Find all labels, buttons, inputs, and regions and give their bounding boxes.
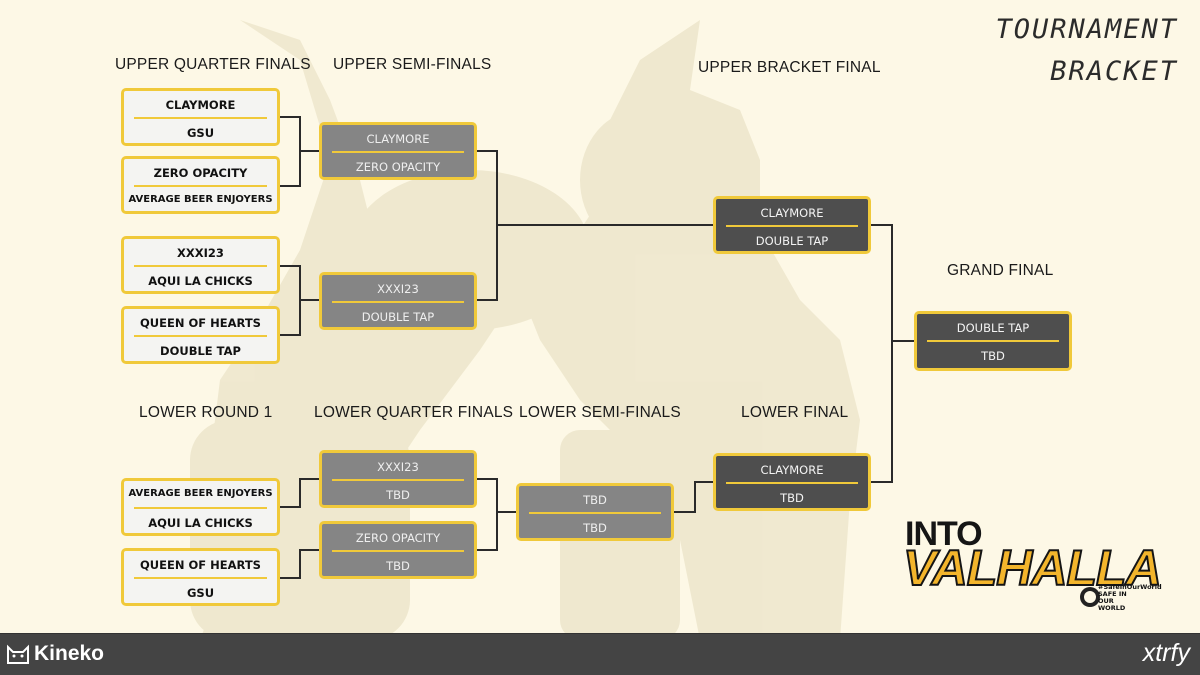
match-divider: [134, 265, 267, 267]
match-grand-final[interactable]: DOUBLE TAP TBD: [914, 311, 1072, 371]
match-divider: [134, 507, 267, 509]
match-uqf-1[interactable]: CLAYMORE GSU: [121, 88, 280, 146]
team-name: XXXI23: [377, 282, 419, 296]
round-label-lr1: LOWER ROUND 1: [139, 404, 273, 421]
match-divider: [134, 335, 267, 337]
match-lqf-2[interactable]: ZERO OPACITY TBD: [319, 521, 477, 579]
match-lqf-1[interactable]: XXXI23 TBD: [319, 450, 477, 508]
match-lsf[interactable]: TBD TBD: [516, 483, 674, 541]
title-line-1: TOURNAMENT: [995, 14, 1178, 45]
round-label-lsf: LOWER SEMI-FINALS: [519, 404, 681, 421]
team-name: TBD: [583, 521, 607, 535]
match-uqf-2[interactable]: ZERO OPACITY AVERAGE BEER ENJOYERS: [121, 156, 280, 214]
team-name: GSU: [186, 586, 215, 600]
match-divider: [332, 550, 464, 552]
team-name: XXXI23: [377, 460, 419, 474]
match-divider: [332, 301, 464, 303]
team-name: AVERAGE BEER ENJOYERS: [128, 194, 273, 205]
match-divider: [726, 482, 858, 484]
team-name: AVERAGE BEER ENJOYERS: [128, 488, 273, 499]
match-lr1-2[interactable]: QUEEN OF HEARTS GSU: [121, 548, 280, 606]
safe-in-our-world-icon: [1080, 587, 1100, 607]
team-name: CLAYMORE: [366, 132, 430, 146]
team-name: GSU: [186, 126, 215, 140]
team-name: QUEEN OF HEARTS: [140, 558, 261, 572]
match-divider: [134, 185, 267, 187]
safe-in-our-world-text: #SafeInOurWorld SAFE IN OUR WORLD: [1098, 583, 1162, 612]
team-name: AQUI LA CHICKS: [148, 516, 253, 530]
logo-line-2: VALHALLA: [902, 539, 1163, 597]
match-usf-2[interactable]: XXXI23 DOUBLE TAP: [319, 272, 477, 330]
team-name: TBD: [386, 559, 410, 573]
match-divider: [332, 151, 464, 153]
round-label-ubf: UPPER BRACKET FINAL: [698, 59, 881, 76]
team-name: TBD: [981, 349, 1005, 363]
team-name: TBD: [583, 493, 607, 507]
match-uqf-4[interactable]: QUEEN OF HEARTS DOUBLE TAP: [121, 306, 280, 364]
round-label-lf: LOWER FINAL: [741, 404, 849, 421]
team-name: AQUI LA CHICKS: [148, 274, 253, 288]
team-name: DOUBLE TAP: [160, 344, 241, 358]
match-divider: [529, 512, 661, 514]
team-name: ZERO OPACITY: [355, 160, 441, 174]
footer-bar: Kineko xtrfy: [0, 633, 1200, 675]
match-divider: [332, 479, 464, 481]
match-ubf[interactable]: CLAYMORE DOUBLE TAP: [713, 196, 871, 254]
cat-icon: [7, 644, 29, 664]
team-name: TBD: [386, 488, 410, 502]
match-divider: [134, 577, 267, 579]
team-name: ZERO OPACITY: [355, 531, 441, 545]
team-name: CLAYMORE: [760, 463, 824, 477]
xtrfy-brand: xtrfy: [1142, 639, 1190, 667]
match-uqf-3[interactable]: XXXI23 AQUI LA CHICKS: [121, 236, 280, 294]
title-line-2: BRACKET: [1050, 56, 1178, 87]
team-name: CLAYMORE: [165, 98, 236, 112]
team-name: ZERO OPACITY: [153, 166, 248, 180]
team-name: DOUBLE TAP: [361, 310, 435, 324]
team-name: XXXI23: [177, 246, 224, 260]
logo-line-1: INTO: [905, 515, 983, 553]
round-label-lqf: LOWER QUARTER FINALS: [314, 404, 514, 421]
round-label-uqf: UPPER QUARTER FINALS: [115, 56, 311, 73]
round-label-gf: GRAND FINAL: [947, 262, 1054, 279]
team-name: DOUBLE TAP: [755, 234, 829, 248]
team-name: DOUBLE TAP: [956, 321, 1030, 335]
match-divider: [726, 225, 858, 227]
kineko-brand: Kineko: [34, 642, 105, 665]
team-name: CLAYMORE: [760, 206, 824, 220]
match-lower-final[interactable]: CLAYMORE TBD: [713, 453, 871, 511]
team-name: TBD: [780, 491, 804, 505]
round-label-usf: UPPER SEMI-FINALS: [333, 56, 492, 73]
match-lr1-1[interactable]: AVERAGE BEER ENJOYERS AQUI LA CHICKS: [121, 478, 280, 536]
team-name: QUEEN OF HEARTS: [140, 316, 261, 330]
match-divider: [134, 117, 267, 119]
match-usf-1[interactable]: CLAYMORE ZERO OPACITY: [319, 122, 477, 180]
match-divider: [927, 340, 1059, 342]
